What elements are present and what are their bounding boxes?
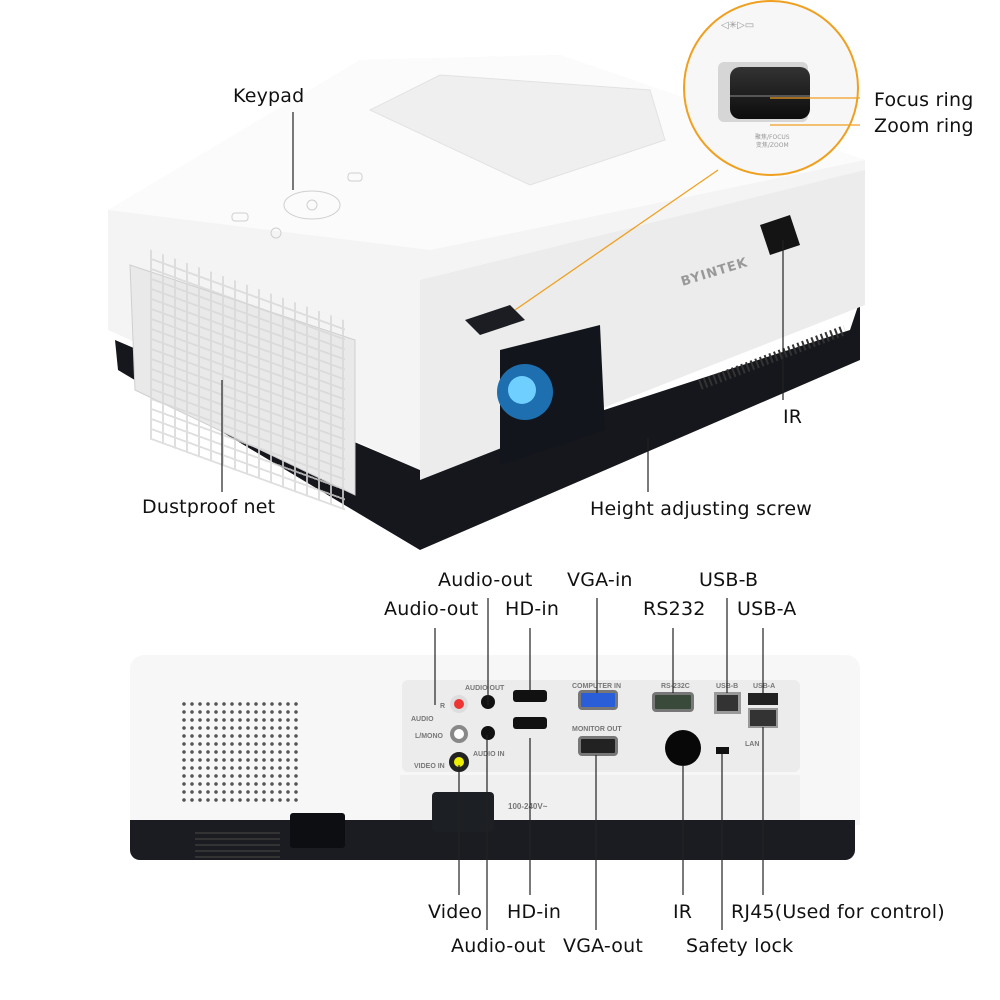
panel-audio-out: AUDIO OUT [465, 685, 505, 692]
label-usb-b: USB-B [699, 569, 759, 591]
label-safety-lock: Safety lock [686, 935, 794, 957]
label-audio-out-top1: Audio-out [438, 569, 533, 591]
label-ir-bottom: IR [673, 901, 693, 923]
label-vga-out: VGA-out [563, 935, 644, 957]
rs232-port [652, 692, 694, 712]
usb-b-port [714, 692, 741, 714]
label-audio-out-top2: Audio-out [384, 598, 479, 620]
label-hd-in-bottom: HD-in [507, 901, 562, 923]
audio-in-jack [481, 726, 495, 740]
speaker-grille [180, 700, 300, 805]
hdmi-port-2 [513, 717, 547, 729]
label-video: Video [428, 901, 483, 923]
focus-zoom-ring-icon [730, 67, 810, 119]
panel-audio-in: AUDIO IN [473, 751, 505, 758]
usb-a-port [748, 693, 778, 705]
label-rj45: RJ45(Used for control) [731, 901, 945, 923]
panel-rs232c: RS-232C [661, 683, 690, 690]
label-focus-ring: Focus ring [874, 89, 974, 111]
label-dustproof-net: Dustproof net [142, 496, 276, 518]
vga-out-port [578, 736, 618, 756]
label-hd-in-top: HD-in [505, 598, 560, 620]
hdmi-port-1 [513, 690, 547, 702]
panel-video-in: VIDEO IN [414, 763, 445, 770]
label-usb-a: USB-A [737, 598, 797, 620]
zoom-text: 变焦/ZOOM [755, 142, 789, 149]
vga-in-port [578, 690, 618, 710]
label-zoom-ring: Zoom ring [874, 115, 974, 137]
panel-lan: LAN [745, 741, 760, 748]
label-vga-in: VGA-in [567, 569, 633, 591]
panel-usb-a: USB-A [753, 683, 776, 690]
panel-l-mono: L/MONO [415, 733, 443, 740]
panel-monitor-out: MONITOR OUT [572, 726, 622, 733]
label-keypad: Keypad [233, 85, 305, 107]
rear-base-vent [195, 828, 280, 858]
lens-callout: ◁✳▷▭ 聚焦/FOCUS 变焦/ZOOM [683, 0, 859, 176]
focus-text: 聚焦/FOCUS [755, 134, 790, 141]
label-ir-top: IR [783, 406, 803, 428]
label-rs232: RS232 [643, 598, 706, 620]
voltage-text: 100-240V~ [508, 802, 548, 811]
panel-r: R [440, 703, 446, 710]
panel-audio: AUDIO [411, 716, 434, 723]
power-socket [432, 792, 494, 832]
focus-symbol: ◁✳▷▭ [721, 20, 755, 31]
ir-sensor [665, 730, 701, 766]
label-audio-out-bottom: Audio-out [451, 935, 546, 957]
safety-lock-slot [716, 747, 729, 754]
rear-foot [290, 813, 345, 848]
audio-r-port [450, 695, 468, 713]
label-height-screw: Height adjusting screw [590, 498, 813, 520]
audio-l-port [450, 725, 468, 743]
